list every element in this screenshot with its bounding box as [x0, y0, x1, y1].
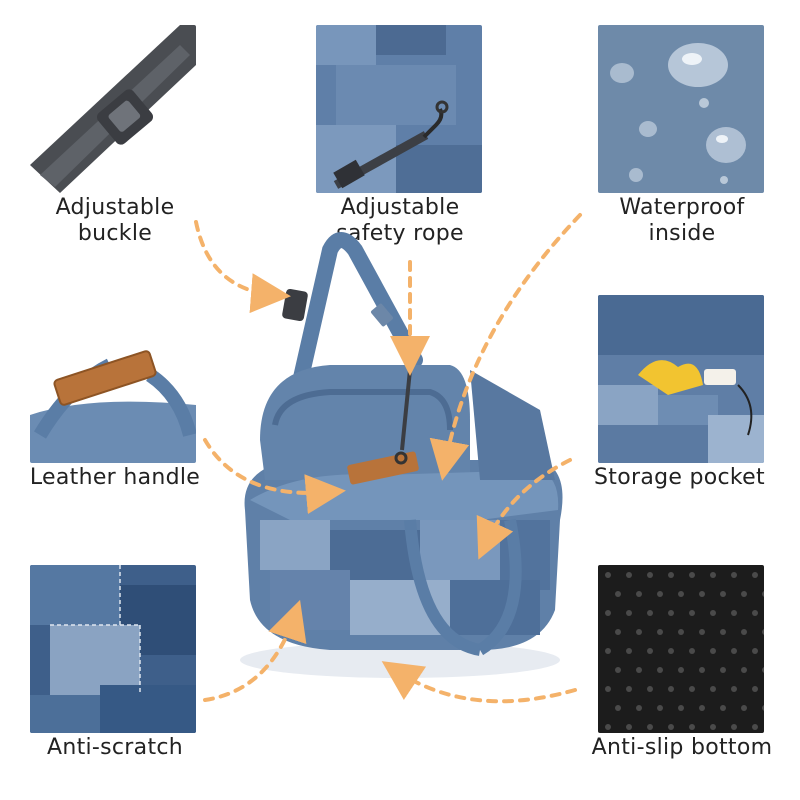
rope-label-line1: Adjustable: [340, 195, 460, 220]
buckle-label-line2: buckle: [77, 221, 153, 246]
storage-pocket-photo: [598, 295, 764, 463]
safety-rope-photo: [316, 25, 482, 193]
buckle-label-line1: Adjustable: [55, 195, 175, 220]
leather-handle-photo: [30, 295, 196, 463]
denim-texture-photo: [30, 565, 196, 733]
slip-label: Anti-slip bottom: [572, 735, 792, 761]
buckle-label: Adjustable buckle: [10, 195, 220, 247]
handle-label-line1: Leather handle: [29, 465, 201, 490]
strap-buckle-photo: [30, 25, 196, 193]
water-droplets-photo: [598, 25, 764, 193]
pocket-label-line1: Storage pocket: [594, 465, 765, 490]
pocket-label: Storage pocket: [572, 465, 787, 491]
scratch-label-line1: Anti-scratch: [46, 735, 184, 760]
handle-label: Leather handle: [10, 465, 220, 491]
rubber-dots-photo: [598, 565, 764, 733]
waterproof-label-line2: inside: [648, 221, 716, 246]
slip-label-line1: Anti-slip bottom: [591, 735, 773, 760]
pet-car-seat-product-photo: [180, 220, 620, 690]
waterproof-label-line1: Waterproof: [619, 195, 745, 220]
scratch-label: Anti-scratch: [10, 735, 220, 761]
waterproof-label: Waterproof inside: [582, 195, 782, 247]
